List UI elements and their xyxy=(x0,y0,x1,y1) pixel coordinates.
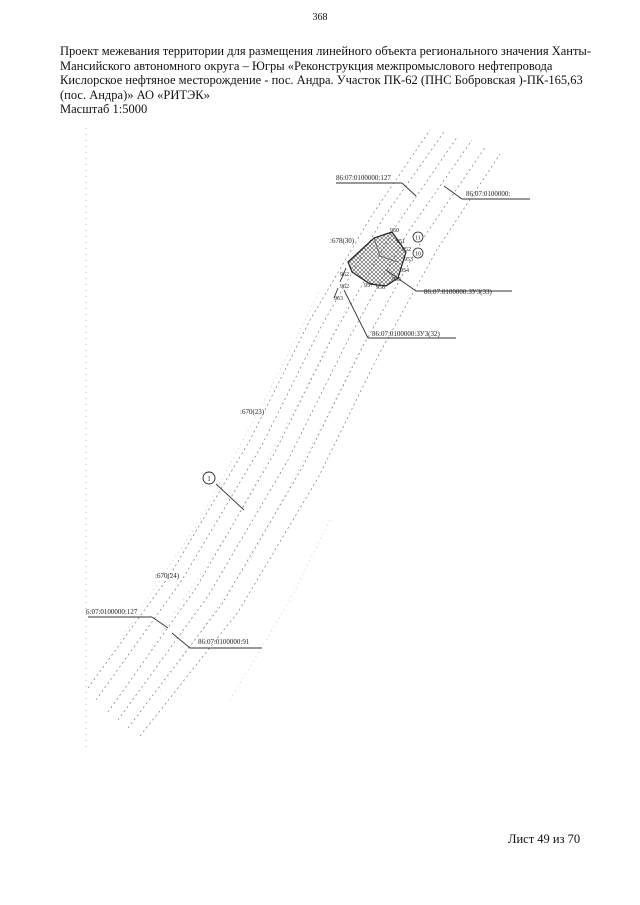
corridor-lines xyxy=(87,129,501,737)
marker-11-label: 11 xyxy=(415,236,421,242)
point-953: 953 xyxy=(404,257,413,263)
point-956: 956 xyxy=(376,285,385,291)
point-952: 952 xyxy=(402,247,411,253)
point-950: 950 xyxy=(390,228,399,234)
point-962b: 962 xyxy=(340,284,349,290)
corridor-center-right xyxy=(117,139,473,721)
marker-11: 11 xyxy=(412,231,424,243)
point-955: 955 xyxy=(392,277,401,283)
point-951: 951 xyxy=(396,239,405,245)
parcel-inner-boundary xyxy=(373,237,399,263)
document-title: Проект межевания территории для размещен… xyxy=(60,44,591,102)
corridor-edge-outer-left xyxy=(87,129,431,689)
marker-1: 1 xyxy=(202,471,216,485)
corridor-edge-outer-right xyxy=(139,153,501,737)
point-954: 954 xyxy=(400,268,409,274)
corridor-edge-left xyxy=(95,131,445,701)
label-parcel-zu3-32: 86:07:0100000:ЗУ3(32) xyxy=(372,330,440,338)
label-parcel-670-24: :670(24) xyxy=(155,572,180,580)
label-parcel-127-top: 86:07:0100000:127 xyxy=(336,174,391,182)
label-parcel-91: 86:07:0100000:91 xyxy=(198,638,250,646)
marker-10: 10 xyxy=(412,247,424,259)
label-parcel-zu3-33: 86:07:0100000:ЗУ3(33) xyxy=(424,288,492,296)
map-scale: Масштаб 1:5000 xyxy=(60,102,148,116)
label-parcel-670-23: :670(23) xyxy=(240,408,265,416)
marker-1-label: 1 xyxy=(207,475,211,483)
point-957: 957 xyxy=(364,283,373,289)
sheet-counter: Лист 49 из 70 xyxy=(508,832,581,846)
label-parcel-right-top: 86:07:0100000: xyxy=(466,190,510,198)
marker-10-label: 10 xyxy=(415,252,421,258)
label-parcel-127-bottom: 6:07:0100000:127 xyxy=(86,608,138,616)
label-parcel-678-30: :678(30) xyxy=(330,237,355,245)
corridor-edge-right xyxy=(127,145,487,729)
point-963: 963 xyxy=(334,296,343,302)
page-number: 368 xyxy=(312,12,328,23)
corridor-center-left xyxy=(107,135,459,713)
leader-lines xyxy=(88,182,530,649)
point-962: 962 xyxy=(340,272,349,278)
